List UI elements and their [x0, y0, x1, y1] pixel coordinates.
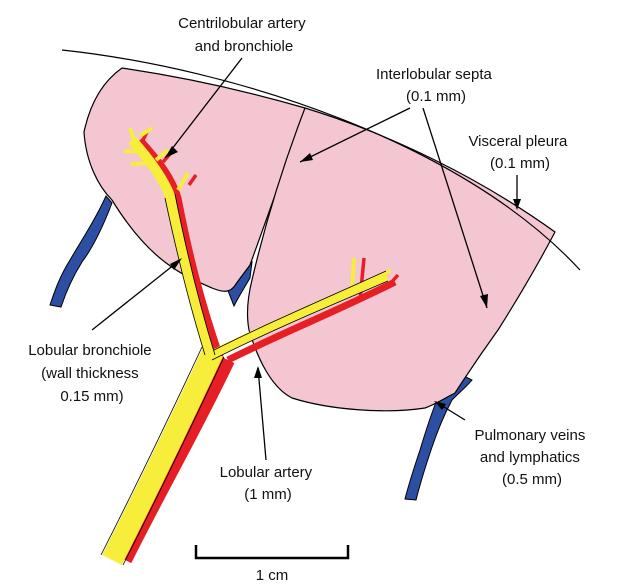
label-visceral-line2: (0.1 mm) — [490, 155, 550, 172]
leader-artery — [258, 368, 266, 460]
lobule-right — [248, 108, 555, 411]
label-visceral-line1: Visceral pleura — [468, 133, 568, 150]
label-veins-line1: Pulmonary veins — [474, 427, 585, 444]
label-bronchiole-line3: 0.15 mm) — [60, 388, 123, 405]
arrow-artery — [254, 366, 262, 378]
label-centrilobular-line1: Centrilobular artery — [178, 15, 306, 32]
label-bronchiole-line2: (wall thickness — [41, 365, 139, 382]
label-centrilobular: Centrilobular artery and bronchiole — [178, 15, 310, 55]
label-artery-line2: (1 mm) — [244, 486, 292, 503]
label-interlobular: Interlobular septa (0.1 mm) — [376, 66, 496, 105]
label-veins-line2: and lymphatics — [480, 449, 580, 466]
label-artery-line1: Lobular artery — [220, 464, 313, 481]
vein-left — [50, 196, 112, 307]
label-interlobular-line1: Interlobular septa — [376, 66, 493, 83]
label-artery: Lobular artery (1 mm) — [220, 464, 317, 503]
scale-bar — [196, 545, 348, 558]
label-centrilobular-line2: and bronchiole — [195, 38, 293, 55]
label-bronchiole: Lobular bronchiole (wall thickness 0.15 … — [28, 342, 156, 405]
label-scale: 1 cm — [256, 567, 289, 584]
label-interlobular-line2: (0.1 mm) — [406, 88, 466, 105]
label-visceral: Visceral pleura (0.1 mm) — [468, 133, 571, 172]
label-veins-line3: (0.5 mm) — [502, 471, 562, 488]
leader-bronchiole — [92, 260, 180, 330]
label-veins: Pulmonary veins and lymphatics (0.5 mm) — [474, 427, 589, 488]
bronchiole-trunk — [112, 352, 213, 560]
label-bronchiole-line1: Lobular bronchiole — [28, 342, 151, 359]
